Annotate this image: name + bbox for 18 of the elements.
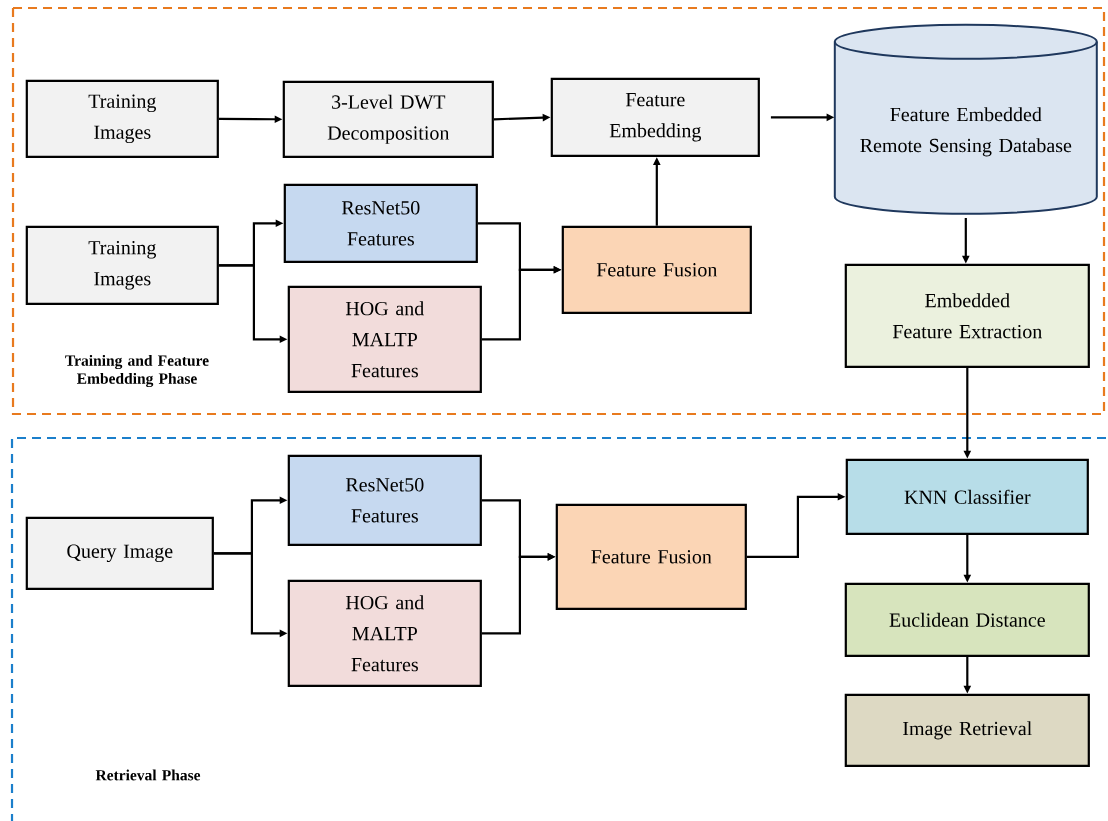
process-box: Euclidean Distance xyxy=(844,582,1090,657)
phase-label: Training and Feature Embedding Phase xyxy=(65,354,209,388)
process-box: Training Images xyxy=(25,79,219,158)
process-box: HOG and MALTP Features xyxy=(287,285,482,393)
process-box: 3-Level DWT Decomposition xyxy=(282,80,494,158)
phase-label: Retrieval Phase xyxy=(95,769,201,781)
process-box: ResNet50 Features xyxy=(283,183,478,263)
database-cylinder: Feature Embedded Remote Sensing Database xyxy=(833,23,1098,215)
process-box: ResNet50 Features xyxy=(287,454,482,546)
process-box: KNN Classifier xyxy=(845,458,1089,535)
process-box: Feature Fusion xyxy=(555,503,747,610)
process-box: Training Images xyxy=(25,225,219,305)
process-box: Embedded Feature Extraction xyxy=(844,263,1090,368)
process-box: Feature Fusion xyxy=(561,225,752,314)
process-box: Feature Embedding xyxy=(550,77,760,157)
process-box: Query Image xyxy=(25,516,214,590)
process-box: Image Retrieval xyxy=(844,693,1090,767)
process-box: HOG and MALTP Features xyxy=(287,579,482,687)
